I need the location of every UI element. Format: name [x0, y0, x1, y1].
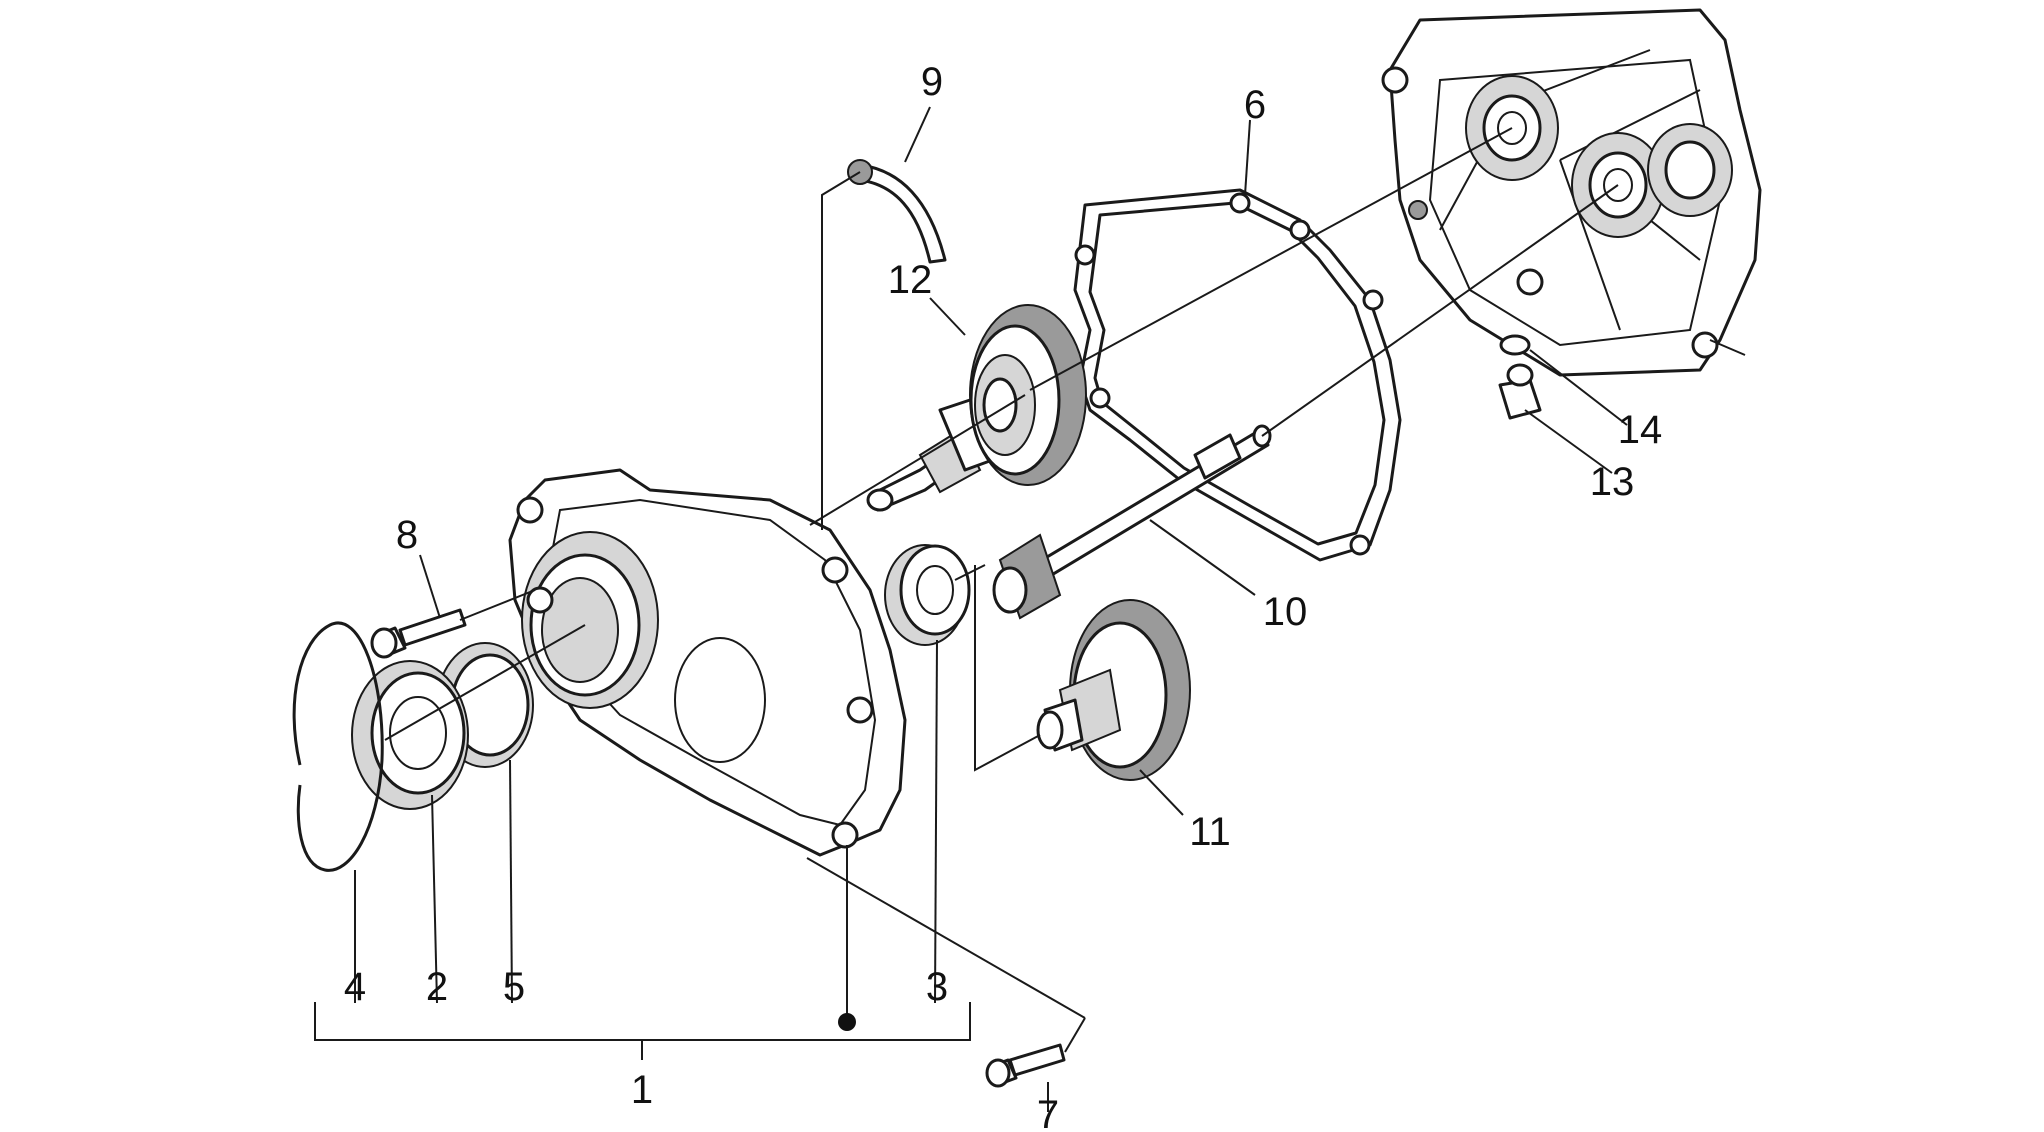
callout-leaders	[354, 106, 1628, 1112]
assembly-dot	[838, 1013, 856, 1031]
hose-9	[847, 159, 947, 264]
callout-label-9: 9	[921, 60, 943, 104]
gear-11	[1036, 599, 1191, 781]
callout-label-13: 13	[1590, 460, 1635, 504]
bearing-3	[884, 544, 971, 646]
callout-label-11: 11	[1189, 810, 1231, 854]
drain-plug-13	[1498, 363, 1542, 420]
callout-label-10: 10	[1263, 590, 1308, 634]
callout-label-3: 3	[926, 965, 948, 1009]
gearbox-cover	[508, 468, 907, 857]
callout-label-5: 5	[503, 965, 525, 1009]
callout-label-7: 7	[1037, 1093, 1059, 1132]
assembly-lines	[384, 127, 1619, 1053]
callout-label-4: 4	[344, 965, 366, 1009]
washer-14	[1499, 334, 1531, 356]
bolt-8	[370, 608, 467, 659]
output-shaft-gear-12	[866, 304, 1087, 512]
callout-label-8: 8	[396, 513, 418, 557]
callout-label-2: 2	[426, 965, 448, 1009]
circlip-4	[292, 621, 384, 872]
group-bracket	[314, 1002, 971, 1060]
callout-labels: 1 2 3 4 5 6 7 8 9 10 11 12 13 14	[344, 60, 1662, 1132]
callout-label-14: 14	[1618, 408, 1663, 452]
shaft-10	[992, 424, 1272, 620]
callout-label-12: 12	[888, 258, 933, 302]
bearing-2	[351, 660, 469, 810]
callout-label-6: 6	[1244, 83, 1266, 127]
callout-label-1: 1	[631, 1068, 653, 1112]
bolt-7	[985, 1043, 1066, 1088]
gearbox-housing	[1381, 8, 1762, 377]
